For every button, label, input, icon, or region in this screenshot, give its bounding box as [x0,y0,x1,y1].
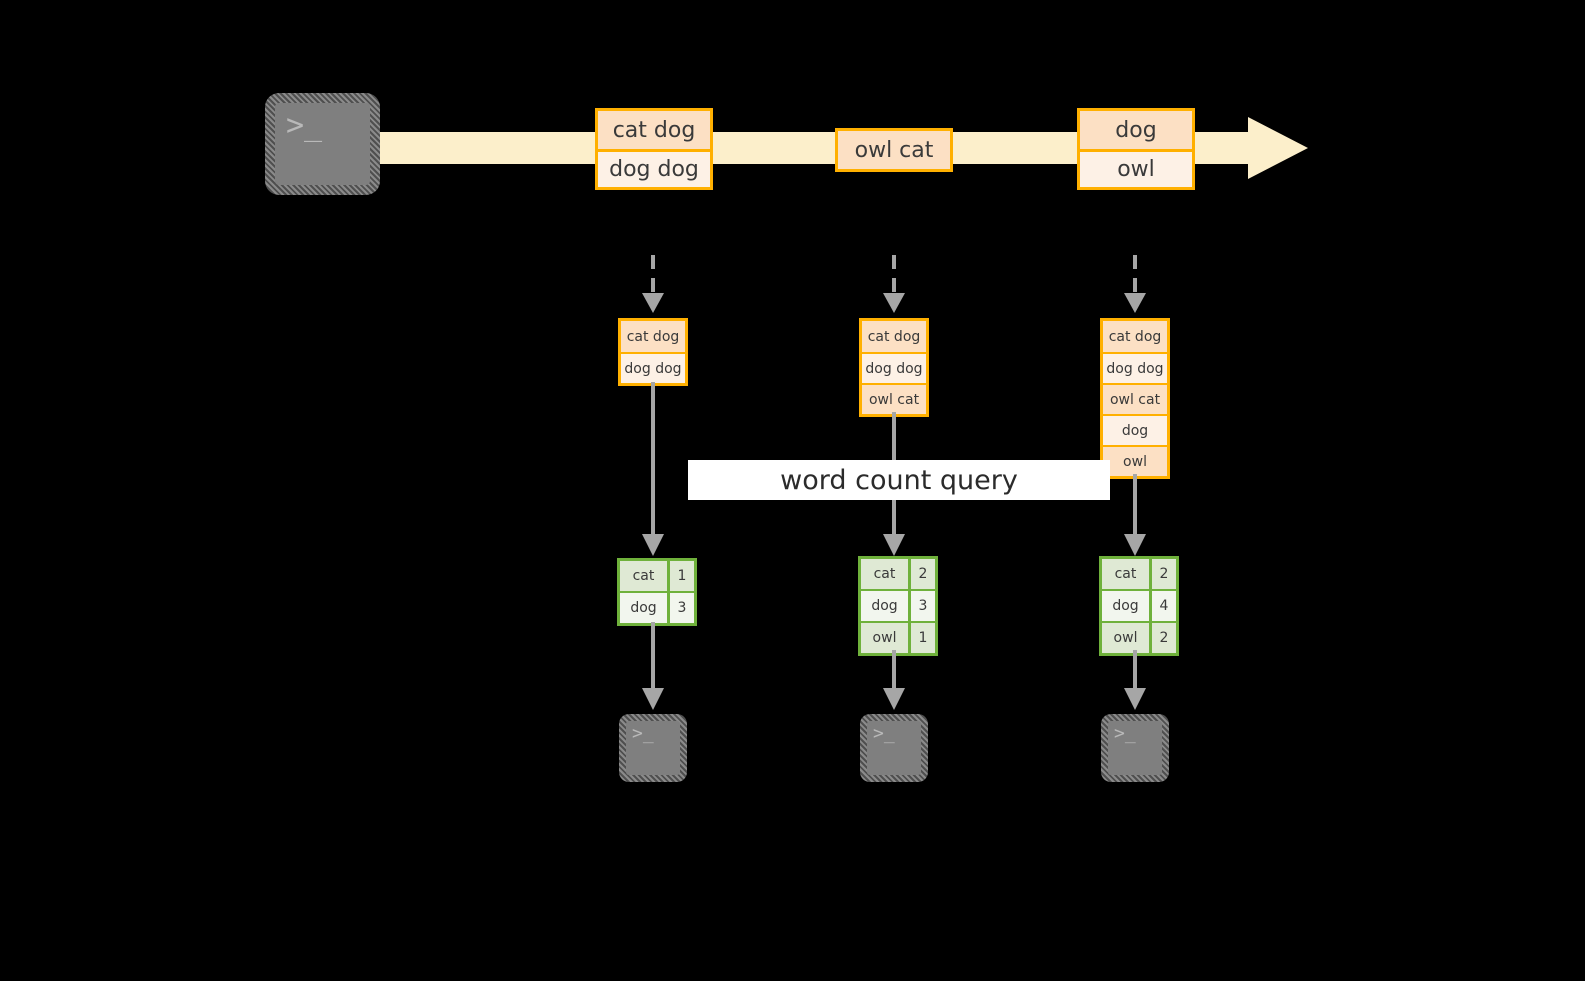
result-row: dog 4 [1102,589,1176,621]
stack-cell: dog dog [1103,352,1167,383]
trigger-connector-3 [1120,255,1150,320]
sink-connector-3 [1122,650,1148,714]
result-row: owl 2 [1102,621,1176,653]
result-row: cat 2 [1102,559,1176,589]
sink-connector-1 [640,622,666,714]
result-count: 4 [1149,591,1176,621]
result-table-1: cat 1 dog 3 [617,558,697,626]
result-row: cat 1 [620,561,694,591]
sink-terminal-icon-2: >_ [860,714,928,782]
stack-cell: owl [1103,445,1167,476]
result-word: dog [1102,591,1149,621]
stack-cell: cat dog [862,321,926,352]
stream-record-line: dog [1080,111,1192,149]
result-word: dog [861,591,908,621]
result-count: 1 [908,623,935,653]
result-word: cat [620,561,667,591]
result-word: cat [861,559,908,589]
stack-cell: cat dog [1103,321,1167,352]
stream-record-group-2: owl cat [835,128,953,172]
terminal-prompt-glyph: >_ [873,723,895,744]
terminal-prompt-glyph: >_ [1114,723,1136,744]
stack-cell: dog dog [862,352,926,383]
trigger-connector-1 [638,255,668,320]
stack-cell: dog [1103,414,1167,445]
result-word: cat [1102,559,1149,589]
query-label: word count query [688,460,1110,500]
stream-record-group-3: dog owl [1077,108,1195,190]
result-count: 2 [1149,559,1176,589]
terminal-prompt-glyph: >_ [632,723,654,744]
result-table-3: cat 2 dog 4 owl 2 [1099,556,1179,656]
sink-terminal-icon-1: >_ [619,714,687,782]
stream-record-line: owl cat [838,131,950,169]
result-count: 2 [1149,623,1176,653]
sink-terminal-icon-3: >_ [1101,714,1169,782]
result-row: dog 3 [861,589,935,621]
accumulated-stack-1: cat dog dog dog [618,318,688,386]
result-row: cat 2 [861,559,935,589]
stack-cell: owl cat [862,383,926,414]
stack-cell: cat dog [621,321,685,352]
result-count: 2 [908,559,935,589]
result-word: owl [1102,623,1149,653]
result-count: 1 [667,561,694,591]
query-connector-1 [640,382,666,560]
terminal-prompt-glyph: >_ [286,108,323,143]
stream-record-line: cat dog [598,111,710,149]
stack-cell: dog dog [621,352,685,383]
sink-connector-2 [881,650,907,714]
result-count: 3 [908,591,935,621]
result-word: dog [620,593,667,623]
trigger-connector-2 [879,255,909,320]
accumulated-stack-3: cat dog dog dog owl cat dog owl [1100,318,1170,479]
source-terminal-icon: >_ [265,93,380,195]
result-table-2: cat 2 dog 3 owl 1 [858,556,938,656]
stream-record-group-1: cat dog dog dog [595,108,713,190]
stack-cell: owl cat [1103,383,1167,414]
result-row: owl 1 [861,621,935,653]
stream-record-line: owl [1080,149,1192,187]
stream-record-line: dog dog [598,149,710,187]
result-word: owl [861,623,908,653]
result-row: dog 3 [620,591,694,623]
accumulated-stack-2: cat dog dog dog owl cat [859,318,929,417]
result-count: 3 [667,593,694,623]
query-connector-3 [1122,474,1148,560]
